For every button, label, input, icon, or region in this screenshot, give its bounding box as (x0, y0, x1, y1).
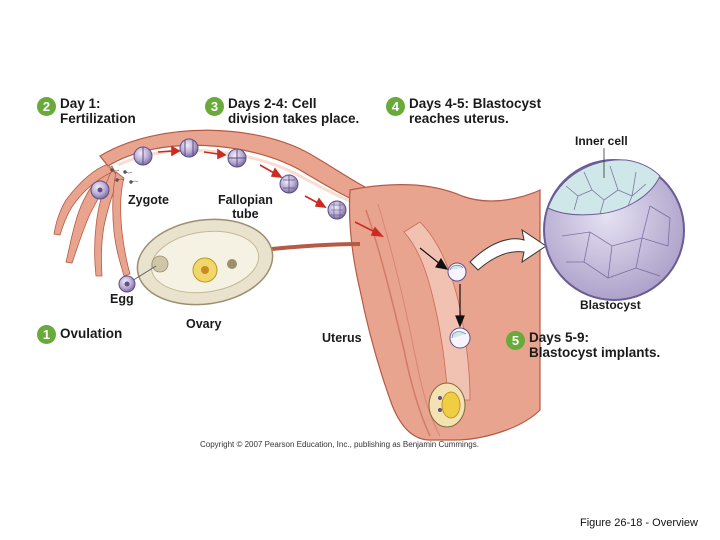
ovary-label: Ovary (186, 317, 222, 331)
copyright-notice: Copyright © 2007 Pearson Education, Inc.… (200, 440, 479, 449)
inner-cell-label: Inner cell (575, 134, 628, 148)
sperm (110, 168, 139, 184)
fimbriae (53, 163, 131, 277)
zygote-label: Zygote (128, 193, 169, 207)
egg-label: Egg (110, 292, 134, 306)
figure-caption: Figure 26-18 - Overview (580, 517, 698, 529)
step-2-label: Day 1:Fertilization (60, 96, 136, 126)
step-badge-5: 5 (506, 331, 525, 350)
egg (118, 265, 157, 293)
developing-cells (90, 138, 471, 349)
ovary (136, 218, 274, 306)
step-badge-1: 1 (37, 325, 56, 344)
magnify-arrow (469, 228, 547, 271)
step-arrows (419, 247, 465, 328)
step-5-label: Days 5-9:Blastocyst implants. (529, 330, 661, 360)
uterus-label: Uterus (322, 331, 362, 345)
step-badge-4: 4 (386, 97, 405, 116)
blastocyst-detail (543, 148, 685, 301)
step-1-label: Ovulation (60, 326, 123, 341)
step-badge-2: 2 (37, 97, 56, 116)
blastocyst-label: Blastocyst (580, 298, 641, 312)
path-arrows (157, 145, 384, 237)
implanted-blastocyst (428, 382, 466, 428)
step-badge-3: 3 (205, 97, 224, 116)
